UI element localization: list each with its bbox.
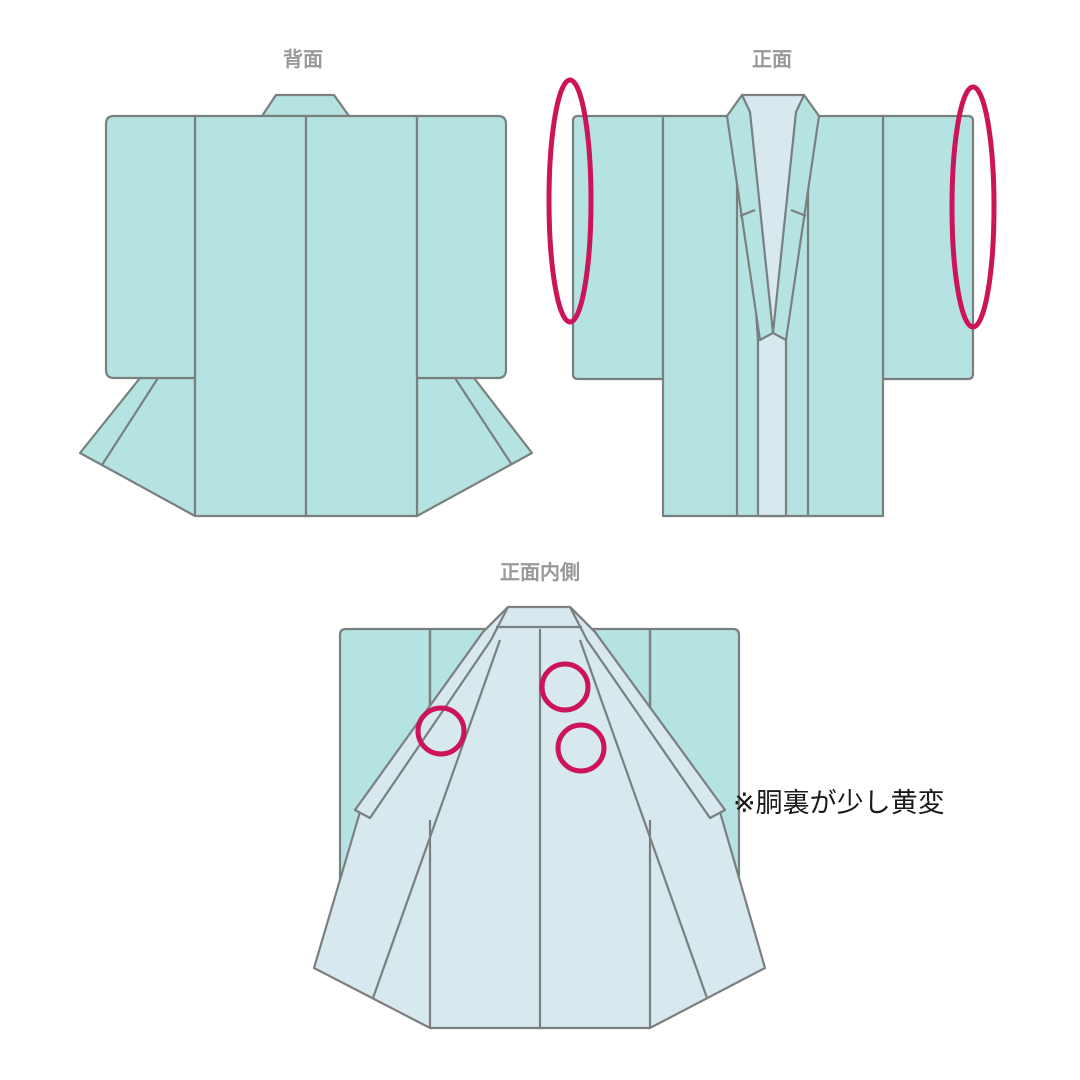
front-view	[546, 77, 997, 518]
back-collar	[260, 93, 351, 118]
inside-stain-marker-3	[555, 722, 607, 774]
front-view-label: 正面	[752, 47, 792, 71]
front-left-sleeve-marker	[546, 77, 594, 325]
front-right-sleeve	[881, 114, 975, 381]
back-view	[78, 93, 534, 518]
inside-view	[312, 605, 767, 1030]
inside-right-diagonal	[578, 639, 709, 999]
front-left-sleeve	[571, 114, 665, 381]
front-left-collar-tip	[739, 208, 756, 218]
inside-view-label: 正面内側	[500, 560, 580, 584]
back-left-gusset-seam	[101, 377, 159, 466]
lining-yellowing-note: ※胴裏が少し黄変	[733, 788, 945, 819]
back-view-label: 背面	[283, 47, 323, 71]
inside-stain-marker-2	[539, 661, 591, 713]
inside-left-diagonal	[371, 639, 502, 999]
back-right-sleeve	[415, 114, 508, 380]
back-left-sleeve	[104, 114, 197, 380]
front-right-collar-band	[771, 93, 821, 342]
front-right-collar-tip	[790, 208, 807, 218]
back-left-gusset	[78, 376, 197, 518]
inside-right-collar	[568, 605, 727, 820]
front-right-sleeve-marker	[949, 84, 997, 330]
back-body-right	[304, 114, 419, 518]
back-body-left	[193, 114, 308, 518]
inside-stain-marker-1	[415, 705, 467, 757]
front-left-collar-band	[725, 93, 775, 342]
back-right-gusset-seam	[454, 377, 513, 466]
back-right-gusset	[415, 376, 534, 518]
